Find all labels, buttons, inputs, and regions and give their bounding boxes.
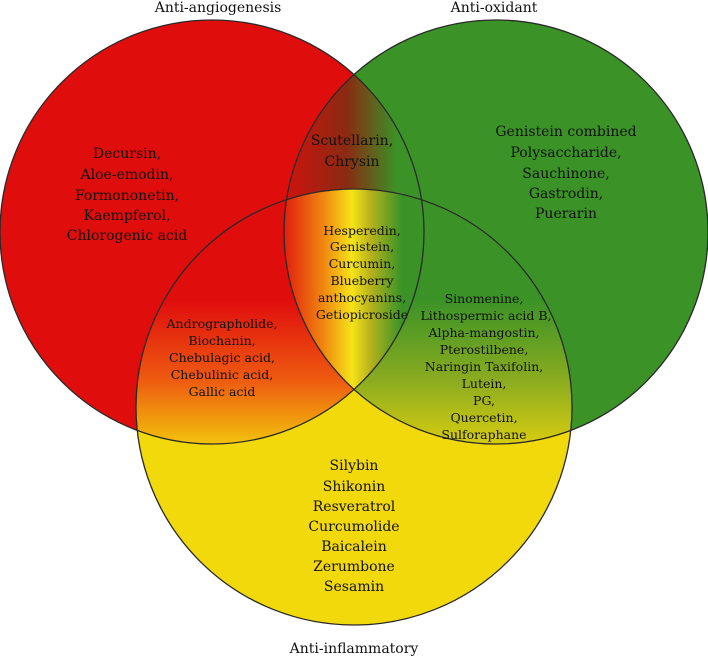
circle-outlines [0, 19, 708, 626]
list-item: Kaempferol, [84, 208, 171, 224]
list-item: Pterostilbene, [440, 342, 529, 357]
oxidant-only-list: Genistein combined Polysaccharide, Sauch… [495, 124, 636, 222]
list-item: Blueberry [330, 273, 394, 288]
list-item: Decursin, [93, 146, 161, 162]
list-item: Genistein, [330, 239, 394, 254]
list-item: Lithospermic acid B, [420, 308, 551, 323]
list-item: Biochanin, [188, 333, 255, 348]
list-item: Baicalein [321, 539, 387, 555]
list-item: Scutellarin, [311, 133, 393, 149]
inflammatory-only-list: Silybin Shikonin Resveratrol Curcumolide… [308, 458, 399, 595]
list-item: Getiopicroside [316, 307, 408, 322]
list-item: Gallic acid [189, 384, 256, 399]
list-item: Resveratrol [313, 499, 396, 515]
list-item: Formononetin, [75, 188, 179, 204]
list-item: Shikonin [323, 479, 386, 495]
list-item: Chrysin [324, 154, 379, 170]
list-item: Curcumin, [329, 256, 396, 271]
list-item: Polysaccharide, [510, 145, 621, 161]
list-item: Naringin Taxifolin, [425, 359, 543, 374]
list-item: PG, [473, 393, 495, 408]
list-item: Silybin [330, 458, 379, 474]
title-inflammatory: Anti-inflammatory [289, 641, 419, 657]
angiogenesis-oxidant-list: Scutellarin, Chrysin [311, 133, 393, 170]
list-item: Zerumbone [313, 559, 395, 575]
title-oxidant: Anti-oxidant [450, 0, 538, 16]
list-item: anthocyanins, [318, 290, 406, 305]
list-item: Andrographolide, [166, 316, 278, 331]
list-item: Hesperedin, [323, 223, 401, 238]
list-item: Sauchinone, [522, 166, 610, 182]
list-item: Sinomenine, [445, 291, 524, 306]
list-item: Lutein, [462, 376, 507, 391]
list-item: Alpha-mangostin, [427, 325, 539, 340]
oxidant-inflammatory-list: Sinomenine, Lithospermic acid B, Alpha-m… [420, 291, 551, 442]
list-item: Chlorogenic acid [67, 228, 187, 244]
list-item: Sesamin [324, 579, 384, 595]
list-item: Chebulagic acid, [169, 350, 275, 365]
list-item: Sulforaphane [441, 427, 526, 442]
angiogenesis-inflammatory-list: Andrographolide, Biochanin, Chebulagic a… [166, 316, 278, 399]
list-item: Chebulinic acid, [171, 367, 274, 382]
list-item: Puerarin [535, 206, 597, 222]
angiogenesis-only-list: Decursin, Aloe-emodin, Formononetin, Kae… [67, 146, 187, 244]
title-angiogenesis: Anti-angiogenesis [154, 0, 282, 16]
list-item: Genistein combined [495, 124, 636, 140]
list-item: Curcumolide [308, 519, 399, 535]
list-item: Aloe-emodin, [80, 167, 174, 183]
list-item: Quercetin, [450, 410, 517, 425]
list-item: Gastrodin, [529, 186, 603, 202]
all-three-list: Hesperedin, Genistein, Curcumin, Blueber… [316, 223, 408, 322]
